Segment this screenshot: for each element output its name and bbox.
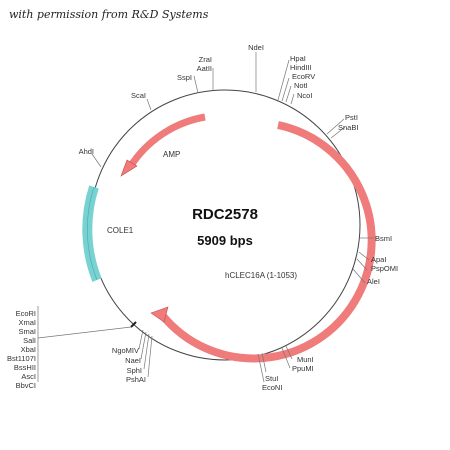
naei-tick xyxy=(140,331,147,360)
bbvci-label: BbvCI xyxy=(16,381,36,390)
stui-label: StuI xyxy=(265,374,278,383)
ecori-label: EcoRI xyxy=(16,309,36,318)
plasmid-size: 5909 bps xyxy=(197,233,253,248)
asci-label: AscI xyxy=(21,372,36,381)
sphi-tick xyxy=(143,333,150,370)
sspi-label: SspI xyxy=(177,73,192,82)
noti-label: NotI xyxy=(294,81,308,90)
zrai-label: ZraI xyxy=(199,55,212,64)
hpai-tick xyxy=(277,59,290,101)
plasmid-backbone xyxy=(89,89,361,361)
insert-arrowhead xyxy=(150,306,169,323)
aatii-label: AatII xyxy=(197,64,212,73)
noti-tick xyxy=(290,93,295,105)
alei-tick xyxy=(352,268,366,284)
ecorv-tick xyxy=(285,85,292,103)
snabi-tick xyxy=(330,126,346,139)
xbai-label: XbaI xyxy=(21,345,36,354)
pspomi-label: PspOMI xyxy=(371,264,398,273)
econi-tick xyxy=(257,353,265,383)
xmai-label: XmaI xyxy=(18,318,36,327)
insert-label: hCLEC16A (1-1053) xyxy=(225,271,297,280)
insert-arrow-body xyxy=(159,121,376,363)
sali-label: SalI xyxy=(23,336,36,345)
muni-label: MunI xyxy=(297,355,314,364)
sspi-tick xyxy=(193,75,199,94)
amp-arrowhead xyxy=(120,159,138,177)
stui-tick xyxy=(261,352,267,373)
permission-caption: with permission from R&D Systems xyxy=(9,8,209,21)
snabi-label: SnaBI xyxy=(338,123,358,132)
smai-label: SmaI xyxy=(18,327,36,336)
psti-tick xyxy=(326,118,345,135)
bst1107i-label: Bst1107I xyxy=(7,354,36,363)
amp-arrow-body xyxy=(127,113,206,169)
apai-tick xyxy=(358,251,370,261)
ppumi-label: PpuMI xyxy=(292,364,314,373)
naei-label: NaeI xyxy=(125,356,141,365)
hpai-label: HpaI xyxy=(290,54,306,63)
ngomiv-tick xyxy=(138,329,144,350)
left-cluster-leader xyxy=(37,326,132,339)
hindiii-label: HindIII xyxy=(290,63,312,72)
scai-label: ScaI xyxy=(131,91,146,100)
pshai-label: PshAI xyxy=(126,375,146,384)
sphi-label: SphI xyxy=(127,366,142,375)
econi-label: EcoNI xyxy=(262,383,282,392)
bsmi-label: BsmI xyxy=(375,234,392,243)
ngomiv-label: NgoMIV xyxy=(112,346,139,355)
cole1-origin-outline xyxy=(87,186,98,281)
psti-label: PstI xyxy=(345,113,358,122)
ahdi-label: AhdI xyxy=(79,147,94,156)
scai-tick xyxy=(146,98,152,111)
hindiii-tick xyxy=(281,77,290,102)
plasmid-name: RDC2578 xyxy=(192,206,258,223)
ncoi-label: NcoI xyxy=(297,91,312,100)
muni-tick xyxy=(285,345,293,360)
ahdi-tick xyxy=(91,153,102,168)
ppumi-tick xyxy=(281,347,291,369)
ndei-label: NdeI xyxy=(248,43,264,52)
pspomi-tick xyxy=(356,258,368,271)
ecorv-label: EcoRV xyxy=(292,72,315,81)
bsshii-label: BssHII xyxy=(14,363,36,372)
cole1-label: COLE1 xyxy=(107,226,134,235)
alei-label: AleI xyxy=(367,277,380,286)
pshai-tick xyxy=(147,335,153,378)
amp-label: AMP xyxy=(163,150,180,159)
site-cluster-mark xyxy=(130,321,137,328)
apai-label: ApaI xyxy=(371,255,386,264)
